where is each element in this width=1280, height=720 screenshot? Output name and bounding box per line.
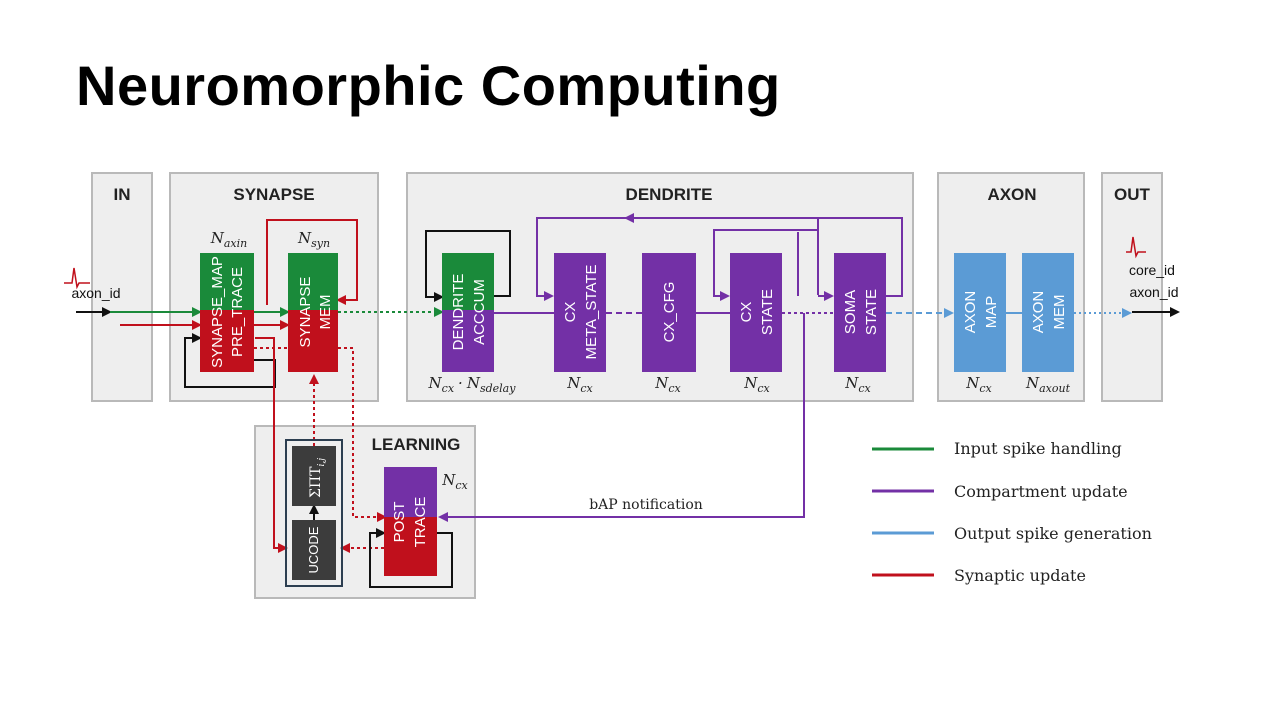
n-axout-label: Naxout <box>1025 374 1071 395</box>
pretrace-black-loop <box>184 333 276 388</box>
legend: Input spike handling Compartment update … <box>872 439 1152 585</box>
cx-state-label-2: STATE <box>759 289 776 335</box>
ucode-group-frame <box>285 439 343 587</box>
soma-label-1: SOMA <box>842 290 859 334</box>
post-black-loop <box>369 528 453 588</box>
n-cfg-label: Ncx <box>654 374 681 395</box>
axon-map-label-1: AXON <box>962 291 979 334</box>
axon-id-input-label: axon_id <box>71 285 120 301</box>
post-trace-block-purple <box>384 467 437 517</box>
soma-state-block <box>834 253 886 372</box>
n-syn-label: Nsyn <box>297 229 330 250</box>
pre-trace-label: PRE_TRACE <box>229 267 246 357</box>
cx-state-label-1: CX <box>738 302 755 323</box>
legend-label-compartment: Compartment update <box>954 482 1128 501</box>
n-soma-label: Ncx <box>844 374 871 395</box>
post-trace-block-red <box>384 517 437 576</box>
spike-icon <box>64 267 90 290</box>
n-dendrite-label: Ncx·Nsdelay <box>428 374 517 395</box>
n-axonmap-label: Ncx <box>965 374 992 395</box>
pre-trace-block-red <box>200 310 254 372</box>
slide-title: Neuromorphic Computing <box>76 54 781 117</box>
cx-meta-state-block <box>554 253 606 372</box>
synapse-red-loop <box>266 219 358 305</box>
axon-map-block <box>954 253 1006 372</box>
synapse-mem-label-1: SYNAPSE <box>297 277 314 348</box>
synapse-mem-label-2: MEM <box>317 295 334 330</box>
soma-label-2: STATE <box>863 289 880 335</box>
core-id-label: core_id <box>1129 262 1175 278</box>
out-panel <box>1101 172 1163 402</box>
synapse-map-label: SYNAPSE_MAP <box>209 256 226 368</box>
legend-label-output: Output spike generation <box>954 524 1152 543</box>
legend-label-input: Input spike handling <box>954 439 1122 458</box>
sum-label: ΣΠTi,j <box>308 458 327 498</box>
post-trace-label-1: POST <box>391 502 408 543</box>
axon-panel-title: AXON <box>987 185 1036 204</box>
n-axin-label: Naxin <box>210 229 248 250</box>
synapse-map-block-green <box>200 253 254 310</box>
spike-icon <box>1126 236 1146 259</box>
ucode-label: UCODE <box>306 526 321 573</box>
pretrace-to-ucode-red <box>255 337 288 553</box>
n-post-label: Ncx <box>441 471 468 492</box>
synapse-panel-title: SYNAPSE <box>233 185 314 204</box>
ucode-block <box>292 520 336 580</box>
dendrite-accum-label-1: DENDRITE <box>450 274 467 351</box>
cx-meta-label-1: CX <box>562 302 579 323</box>
state-feedback <box>713 229 818 301</box>
dendrite-accum-label-2: ACCCUM <box>471 279 488 345</box>
post-trace-label-2: TRACE <box>412 497 429 548</box>
out-panel-title: OUT <box>1114 185 1151 204</box>
sum-block <box>292 446 336 506</box>
bap-line <box>438 313 805 522</box>
axon-mem-label-1: AXON <box>1030 291 1047 334</box>
legend-label-synaptic: Synaptic update <box>954 566 1086 585</box>
dendrite-black-loop <box>425 230 511 302</box>
n-state-label: Ncx <box>743 374 770 395</box>
n-meta-label: Ncx <box>566 374 593 395</box>
dendrite-panel-title: DENDRITE <box>626 185 713 204</box>
in-panel-title: IN <box>114 185 131 204</box>
cx-state-block <box>730 253 782 372</box>
axon-mem-block <box>1022 253 1074 372</box>
axon-id-output-label: axon_id <box>1129 284 1178 300</box>
axon-mem-label-2: MEM <box>1051 295 1068 330</box>
bap-notification-label: bAP notification <box>589 497 703 513</box>
cx-cfg-label: CX_CFG <box>661 282 678 343</box>
dendrite-accum-block-purple <box>442 310 494 372</box>
cx-meta-label-2: META_STATE <box>583 264 600 359</box>
learning-panel-title: LEARNING <box>372 435 461 454</box>
synapse-mem-block-red <box>288 310 338 372</box>
cx-cfg-block <box>642 253 696 372</box>
axon-map-label-2: MAP <box>983 296 1000 329</box>
dendrite-accum-block-green <box>442 253 494 310</box>
synapse-mem-block-green <box>288 253 338 310</box>
in-panel <box>91 172 153 402</box>
